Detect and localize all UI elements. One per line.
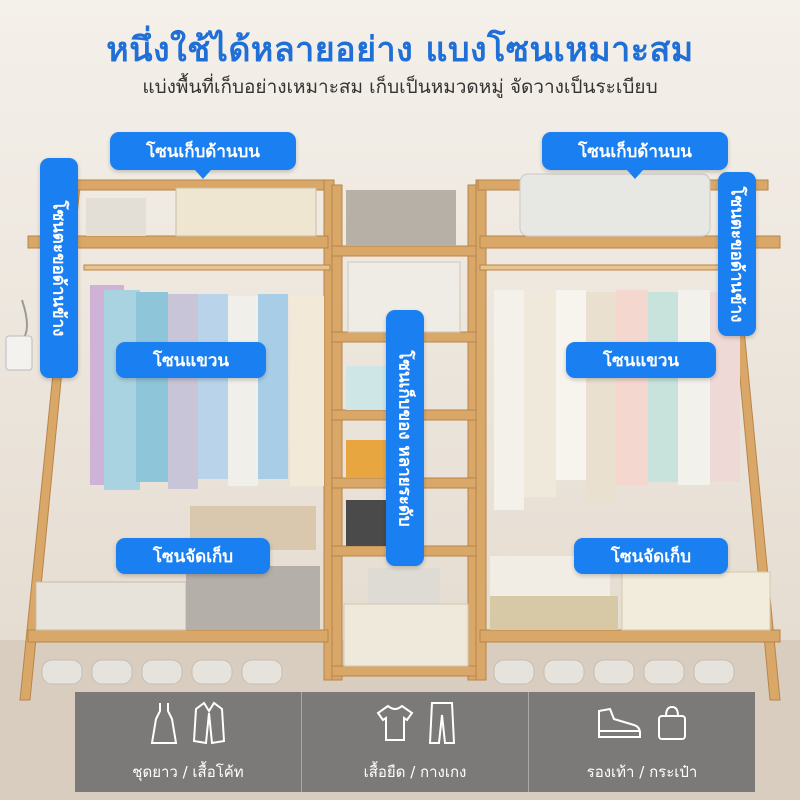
category-label: เสื้อยืด / กางเกง (363, 763, 467, 781)
category-tshirts-pants: เสื้อยืด / กางเกง (302, 692, 529, 792)
zone-label-side-left: โซนตะขอด้านข้าง (40, 158, 78, 378)
sneaker-icon (598, 707, 641, 738)
category-label: ชุดยาว / เสื้อโค้ท (132, 763, 244, 781)
zone-label-side-left-text: โซนตะขอด้านข้าง (48, 200, 69, 336)
pants-icon (429, 702, 455, 744)
subheadline: แบ่งพื้นที่เก็บอย่างเหมาะสม เก็บเป็นหมวด… (142, 76, 658, 98)
zone-label-hang-right: โซนแขวน (566, 342, 716, 378)
tshirt-icon (376, 704, 414, 741)
zone-label-storage-left: โซนจัดเก็บ (116, 538, 270, 574)
category-shoes-bags: รองเท้า / กระเป๋า (529, 692, 755, 792)
handbag-icon (658, 705, 686, 740)
category-dresses-coats: ชุดยาว / เสื้อโค้ท (75, 692, 302, 792)
zone-label-top-left: โซนเก็บด้านบน (110, 132, 296, 179)
zone-label-side-right-text: โซนตะขอด้านข้าง (726, 186, 747, 322)
dress-icon (150, 703, 178, 744)
category-label: รองเท้า / กระเป๋า (586, 763, 698, 781)
zone-label-middle: โซนเก็บของ หลายระดับ (386, 310, 424, 566)
headline: หนึ่งใช้ได้หลายอย่าง แบงโซนเหมาะสม (106, 30, 694, 70)
zone-label-hang-left: โซนแขวน (116, 342, 266, 378)
category-bar: ชุดยาว / เสื้อโค้ท เสื้อยืด / กางเกง รอง… (75, 692, 755, 792)
zone-label-storage-right: โซนจัดเก็บ (574, 538, 728, 574)
zone-label-top-right: โซนเก็บด้านบน (542, 132, 728, 179)
zone-label-side-right: โซนตะขอด้านข้าง (718, 172, 756, 336)
zone-label-middle-text: โซนเก็บของ หลายระดับ (394, 349, 415, 527)
coat-icon (192, 701, 226, 745)
